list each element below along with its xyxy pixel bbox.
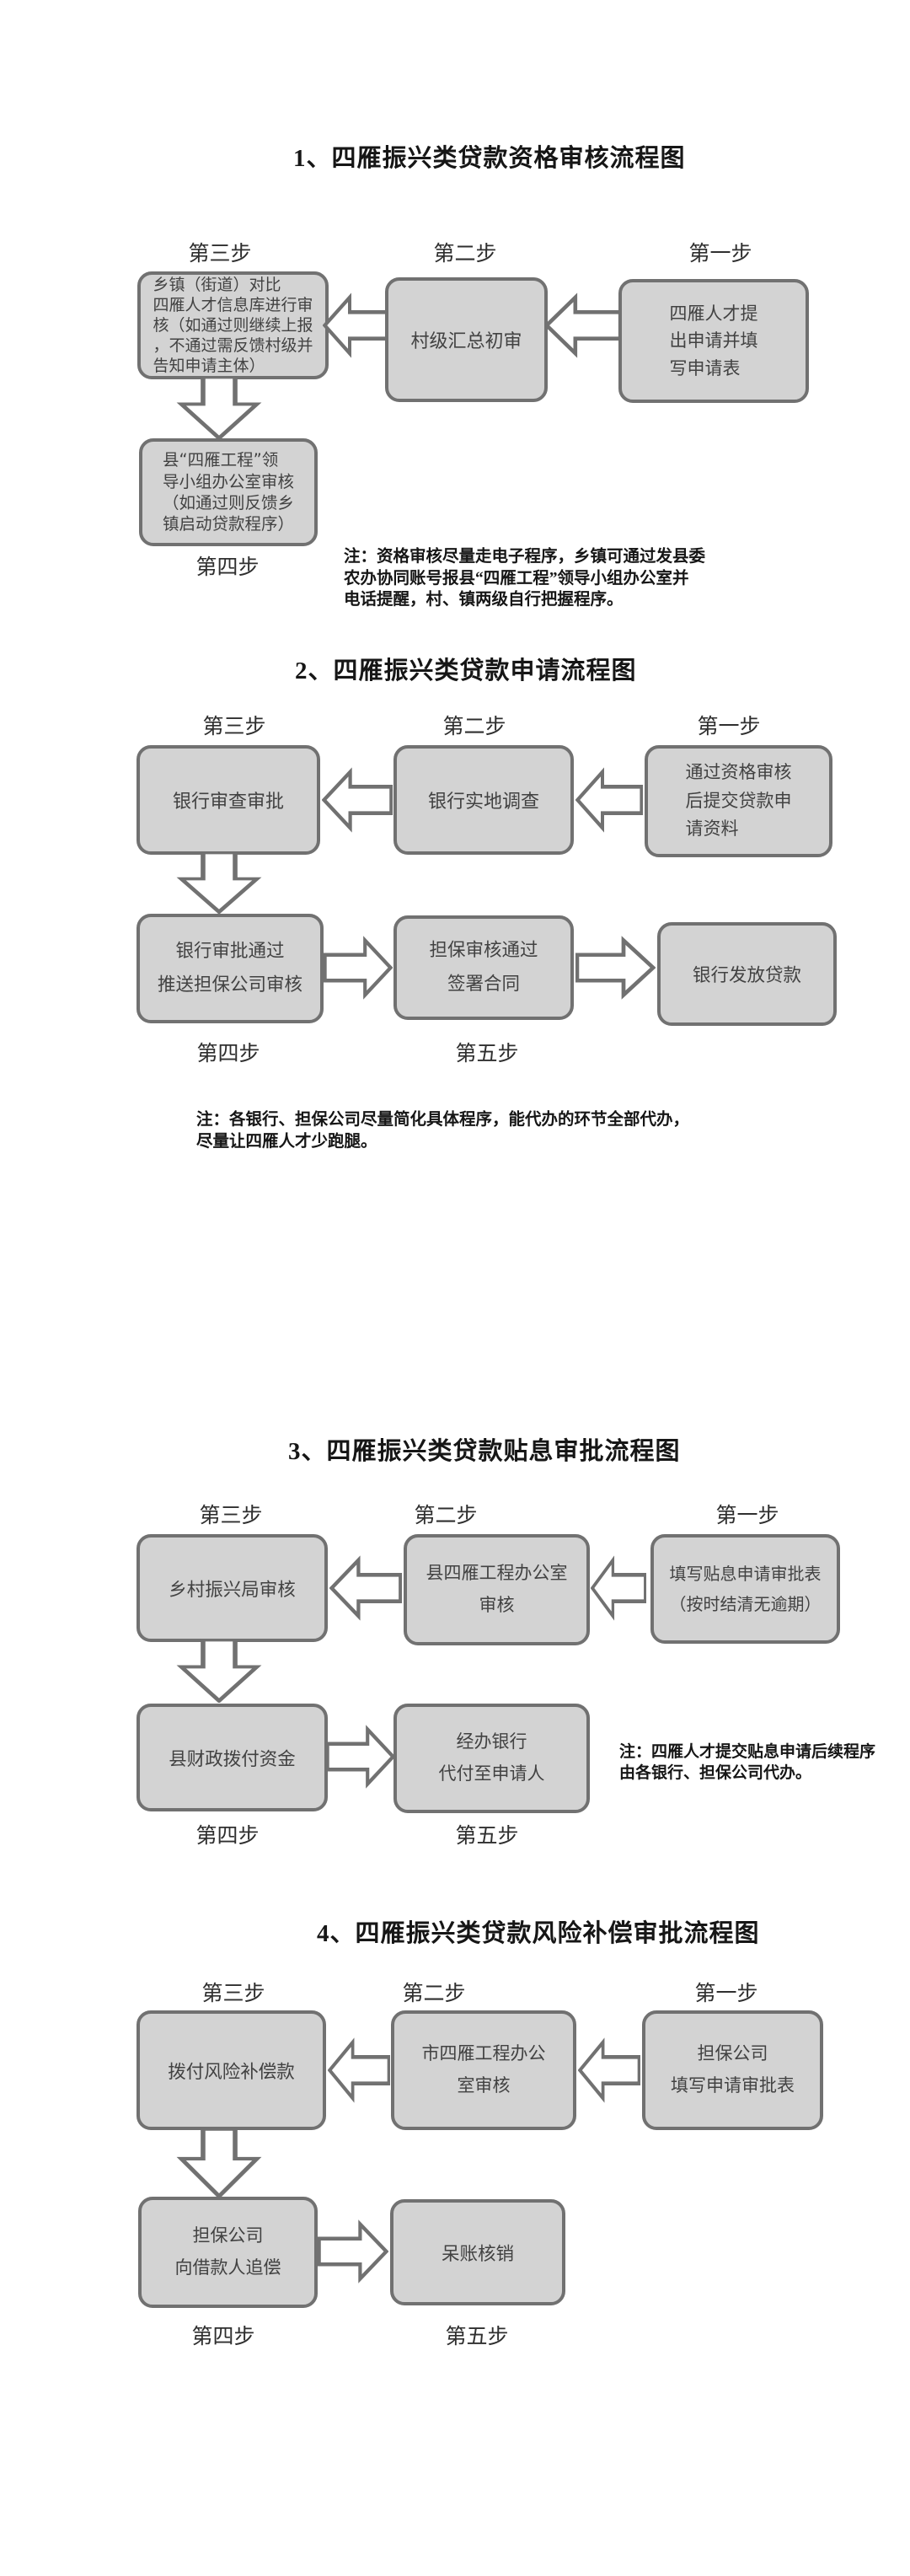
fc2-step2-label: 第二步 [442,714,506,738]
fc1-step4-box-text: 县“四雁工程”领 导小组办公室审核 （如通过则反馈乡 镇启动贷款程序） [162,450,294,534]
fc2-step1-label: 第一步 [697,714,761,738]
fc4-step2-box: 市四雁工程办公 室审核 [391,2010,576,2130]
fc4-step5-label: 第五步 [445,2324,509,2348]
fc2-final-box-text: 银行发放贷款 [692,965,801,986]
fc1-step1-box: 四雁人才提 出申请并填 写申请表 [618,279,809,403]
fc2-final-box: 银行发放贷款 [657,922,837,1026]
fc1-step1-label: 第一步 [688,241,752,266]
fc4-step2-box-text: 市四雁工程办公 室审核 [421,2043,546,2096]
flowchart2-title: 2、四雁振兴类贷款申请流程图 [295,657,637,684]
fc3-step4-label: 第四步 [195,1823,260,1848]
fc2-step5-label: 第五步 [455,1041,519,1065]
fc1-step4-box: 县“四雁工程”领 导小组办公室审核 （如通过则反馈乡 镇启动贷款程序） [139,438,318,546]
fc3-step3-box-text: 乡村振兴局审核 [169,1579,296,1601]
fc2-step5-box: 担保审核通过 签署合同 [393,915,574,1020]
arrow-left-icon [328,2037,390,2103]
arrow-right-icon [326,1725,395,1789]
fc2-step2-box-text: 银行实地调查 [427,792,539,813]
fc4-step1-box: 担保公司 填写申请审批表 [642,2010,823,2130]
fc4-step5-box-text: 呆账核销 [441,2243,514,2265]
arrow-left-icon [575,767,643,833]
arrow-left-icon [323,292,390,358]
arrow-left-icon [329,1555,402,1621]
fc4-step3-box: 拨付风险补偿款 [136,2010,326,2130]
flowchart1-title: 1、四雁振兴类贷款资格审核流程图 [293,145,686,172]
flowchart3-title: 3、四雁振兴类贷款贴息审批流程图 [288,1438,681,1465]
arrow-right-icon [575,936,656,1000]
fc3-step5-box: 经办银行 代付至申请人 [393,1704,590,1813]
fc3-step1-box: 填写贴息申请审批表 （按时结清无逾期） [650,1534,840,1644]
fc1-step2-box-text: 村级汇总初审 [410,331,522,352]
fc3-step1-box-text: 填写贴息申请审批表 （按时结清无逾期） [669,1564,822,1614]
fc3-step5-box-text: 经办银行 代付至申请人 [438,1731,545,1784]
fc1-step3-label: 第三步 [188,241,252,266]
fc3-step3-box: 乡村振兴局审核 [136,1534,328,1642]
fc4-step2-label: 第二步 [402,1981,466,2005]
fc4-step3-box-text: 拨付风险补偿款 [168,2061,295,2083]
fc3-step5-label: 第五步 [455,1823,519,1848]
fc4-step1-box-text: 担保公司 填写申请审批表 [671,2043,795,2096]
arrow-down-icon [176,851,262,914]
arrow-right-icon [318,2219,388,2284]
fc2-step3-box: 银行审查审批 [136,745,320,855]
fc2-step3-label: 第三步 [202,714,266,738]
arrow-down-icon [176,376,262,440]
arrow-left-icon [591,1555,646,1621]
fc3-step4-box: 县财政拨付资金 [136,1704,328,1811]
fc4-step4-label: 第四步 [191,2324,255,2348]
fc1-step2-box: 村级汇总初审 [385,277,548,402]
fc4-step1-label: 第一步 [694,1981,758,2005]
fc3-step1-label: 第一步 [715,1503,779,1527]
fc3-note: 注：四雁人才提交贴息申请后续程序 由各银行、担保公司代办。 [619,1743,876,1783]
fc1-step3-box: 乡镇（街道）对比 四雁人才信息库进行审 核（如通过则继续上报 ，不通过需反馈村级… [137,271,329,379]
arrow-left-icon [578,2037,640,2103]
fc4-step4-box: 担保公司 向借款人追偿 [138,2197,318,2308]
fc2-step4-label: 第四步 [196,1041,260,1065]
fc1-step3-box-text: 乡镇（街道）对比 四雁人才信息库进行审 核（如通过则继续上报 ，不通过需反馈村级… [153,275,313,376]
fc3-step2-label: 第二步 [414,1503,478,1527]
fc4-step5-box: 呆账核销 [390,2199,565,2305]
fc2-step4-box: 银行审批通过 推送担保公司审核 [136,914,324,1023]
arrow-down-icon [176,1639,262,1703]
fc2-step4-box-text: 银行审批通过 推送担保公司审核 [157,941,302,996]
arrow-down-icon [176,2128,262,2198]
fc1-step2-label: 第二步 [433,241,497,266]
arrow-left-icon [544,292,622,358]
fc1-step1-box-text: 四雁人才提 出申请并填 写申请表 [669,303,758,378]
fc2-step5-box-text: 担保审核通过 签署合同 [429,940,538,995]
fc2-step2-box: 银行实地调查 [393,745,574,855]
arrow-right-icon [324,936,393,1000]
fc1-step4-label: 第四步 [195,555,260,579]
flowchart4-title: 4、四雁振兴类贷款风险补偿审批流程图 [317,1920,760,1947]
fc2-step1-box-text: 通过资格审核 后提交贷款申 请资料 [685,762,792,840]
fc2-step1-box: 通过资格审核 后提交贷款申 请资料 [645,745,832,857]
arrow-left-icon [322,767,393,833]
fc4-step3-label: 第三步 [201,1981,265,2005]
fc2-note: 注：各银行、担保公司尽量简化具体程序，能代办的环节全部代办， 尽量让四雁人才少跑… [196,1111,690,1151]
fc4-step4-box-text: 担保公司 向借款人追偿 [174,2225,281,2278]
fc3-step2-box: 县四雁工程办公室 审核 [404,1534,590,1645]
fc1-note: 注：资格审核尽量走电子程序，乡镇可通过发县委 农办协同账号报县“四雁工程”领导小… [344,548,706,609]
fc3-step4-box-text: 县财政拨付资金 [169,1748,296,1770]
fc3-step2-box-text: 县四雁工程办公室 审核 [426,1563,568,1615]
fc3-step3-label: 第三步 [199,1503,263,1527]
fc2-step3-box-text: 银行审查审批 [172,792,284,813]
